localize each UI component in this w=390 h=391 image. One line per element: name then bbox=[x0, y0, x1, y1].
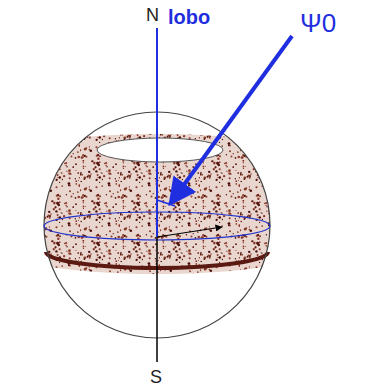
pointer-arrow bbox=[170, 36, 292, 204]
radius-arrow bbox=[157, 227, 222, 237]
pole-label: S bbox=[150, 368, 162, 386]
angle-label: Ψ0 bbox=[300, 10, 336, 36]
lobe-label: lobo bbox=[168, 7, 210, 27]
pole-label: N bbox=[146, 6, 159, 24]
north-axis bbox=[156, 28, 158, 237]
south-axis bbox=[156, 237, 158, 362]
